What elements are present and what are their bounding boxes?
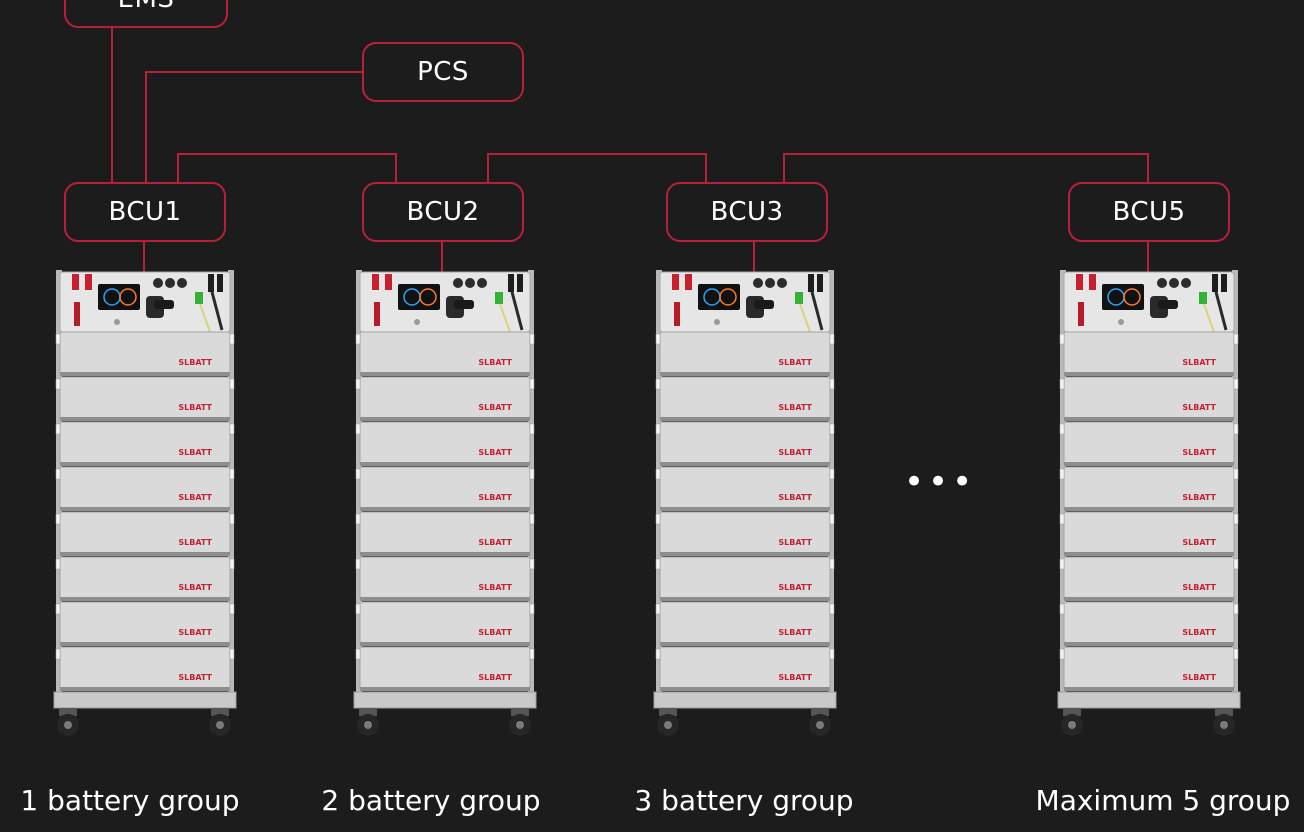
- brand-logo: SLBATT: [1182, 358, 1216, 367]
- brand-logo: SLBATT: [1182, 583, 1216, 592]
- brand-logo: SLBATT: [1182, 403, 1216, 412]
- brand-logo: SLBATT: [178, 628, 212, 637]
- brand-logo: SLBATT: [778, 403, 812, 412]
- brand-logo: SLBATT: [478, 538, 512, 547]
- brand-logo: SLBATT: [478, 448, 512, 457]
- wire-bcu2-bcu3: [487, 153, 707, 182]
- brand-logo: SLBATT: [778, 448, 812, 457]
- wire-pcs-bcu1: [145, 71, 362, 182]
- brand-logo: SLBATT: [778, 673, 812, 682]
- battery-rack-illustration: SLBATT SLBATT SLBATT SLBATT SLBATT SLBATT SLBA…: [353, 270, 537, 736]
- battery-rack-illustration: SLBATT SLBATT SLBATT SLBATT SLBATT SLBATT SLBA…: [653, 270, 837, 736]
- battery-rack-1: SLBATT SLBATT SLBATT SLBATT SLBATT SLBATT SLBA…: [50, 266, 240, 740]
- battery-rack-2: SLBATT SLBATT SLBATT SLBATT SLBATT SLBATT SLBA…: [350, 266, 540, 740]
- brand-logo: SLBATT: [1182, 448, 1216, 457]
- bcu1-node: BCU1: [64, 182, 226, 242]
- brand-logo: SLBATT: [178, 583, 212, 592]
- ems-node: EMS: [64, 0, 228, 28]
- brand-logo: SLBATT: [1182, 538, 1216, 547]
- group-caption-3: 3 battery group: [634, 784, 854, 817]
- brand-logo: SLBATT: [778, 628, 812, 637]
- wire-bcu1-bcu2: [177, 153, 397, 182]
- brand-logo: SLBATT: [778, 583, 812, 592]
- brand-logo: SLBATT: [1182, 628, 1216, 637]
- battery-rack-4: SLBATT SLBATT SLBATT SLBATT SLBATT SLBATT SLBA…: [1054, 266, 1244, 740]
- brand-logo: SLBATT: [478, 403, 512, 412]
- brand-logo: SLBATT: [178, 538, 212, 547]
- battery-rack-3: SLBATT SLBATT SLBATT SLBATT SLBATT SLBATT SLBA…: [650, 266, 840, 740]
- group-caption-2: 2 battery group: [321, 784, 541, 817]
- brand-logo: SLBATT: [178, 673, 212, 682]
- brand-logo: SLBATT: [778, 493, 812, 502]
- bcu2-node: BCU2: [362, 182, 524, 242]
- group-caption-4: Maximum 5 group: [1035, 784, 1291, 817]
- brand-logo: SLBATT: [178, 448, 212, 457]
- more-groups-ellipsis: •••: [904, 462, 977, 502]
- battery-rack-illustration: SLBATT SLBATT SLBATT SLBATT SLBATT SLBATT SLBA…: [53, 270, 237, 736]
- brand-logo: SLBATT: [178, 493, 212, 502]
- brand-logo: SLBATT: [478, 673, 512, 682]
- group-caption-1: 1 battery group: [20, 784, 240, 817]
- bcu3-node: BCU3: [666, 182, 828, 242]
- pcs-node: PCS: [362, 42, 524, 102]
- brand-logo: SLBATT: [478, 358, 512, 367]
- battery-rack-illustration: SLBATT SLBATT SLBATT SLBATT SLBATT SLBATT SLBA…: [1057, 270, 1241, 736]
- brand-logo: SLBATT: [1182, 673, 1216, 682]
- brand-logo: SLBATT: [478, 628, 512, 637]
- brand-logo: SLBATT: [178, 358, 212, 367]
- brand-logo: SLBATT: [178, 403, 212, 412]
- brand-logo: SLBATT: [478, 493, 512, 502]
- wire-bcu3-bcu5: [783, 153, 1149, 182]
- brand-logo: SLBATT: [778, 358, 812, 367]
- bcu5-node: BCU5: [1068, 182, 1230, 242]
- brand-logo: SLBATT: [478, 583, 512, 592]
- brand-logo: SLBATT: [778, 538, 812, 547]
- brand-logo: SLBATT: [1182, 493, 1216, 502]
